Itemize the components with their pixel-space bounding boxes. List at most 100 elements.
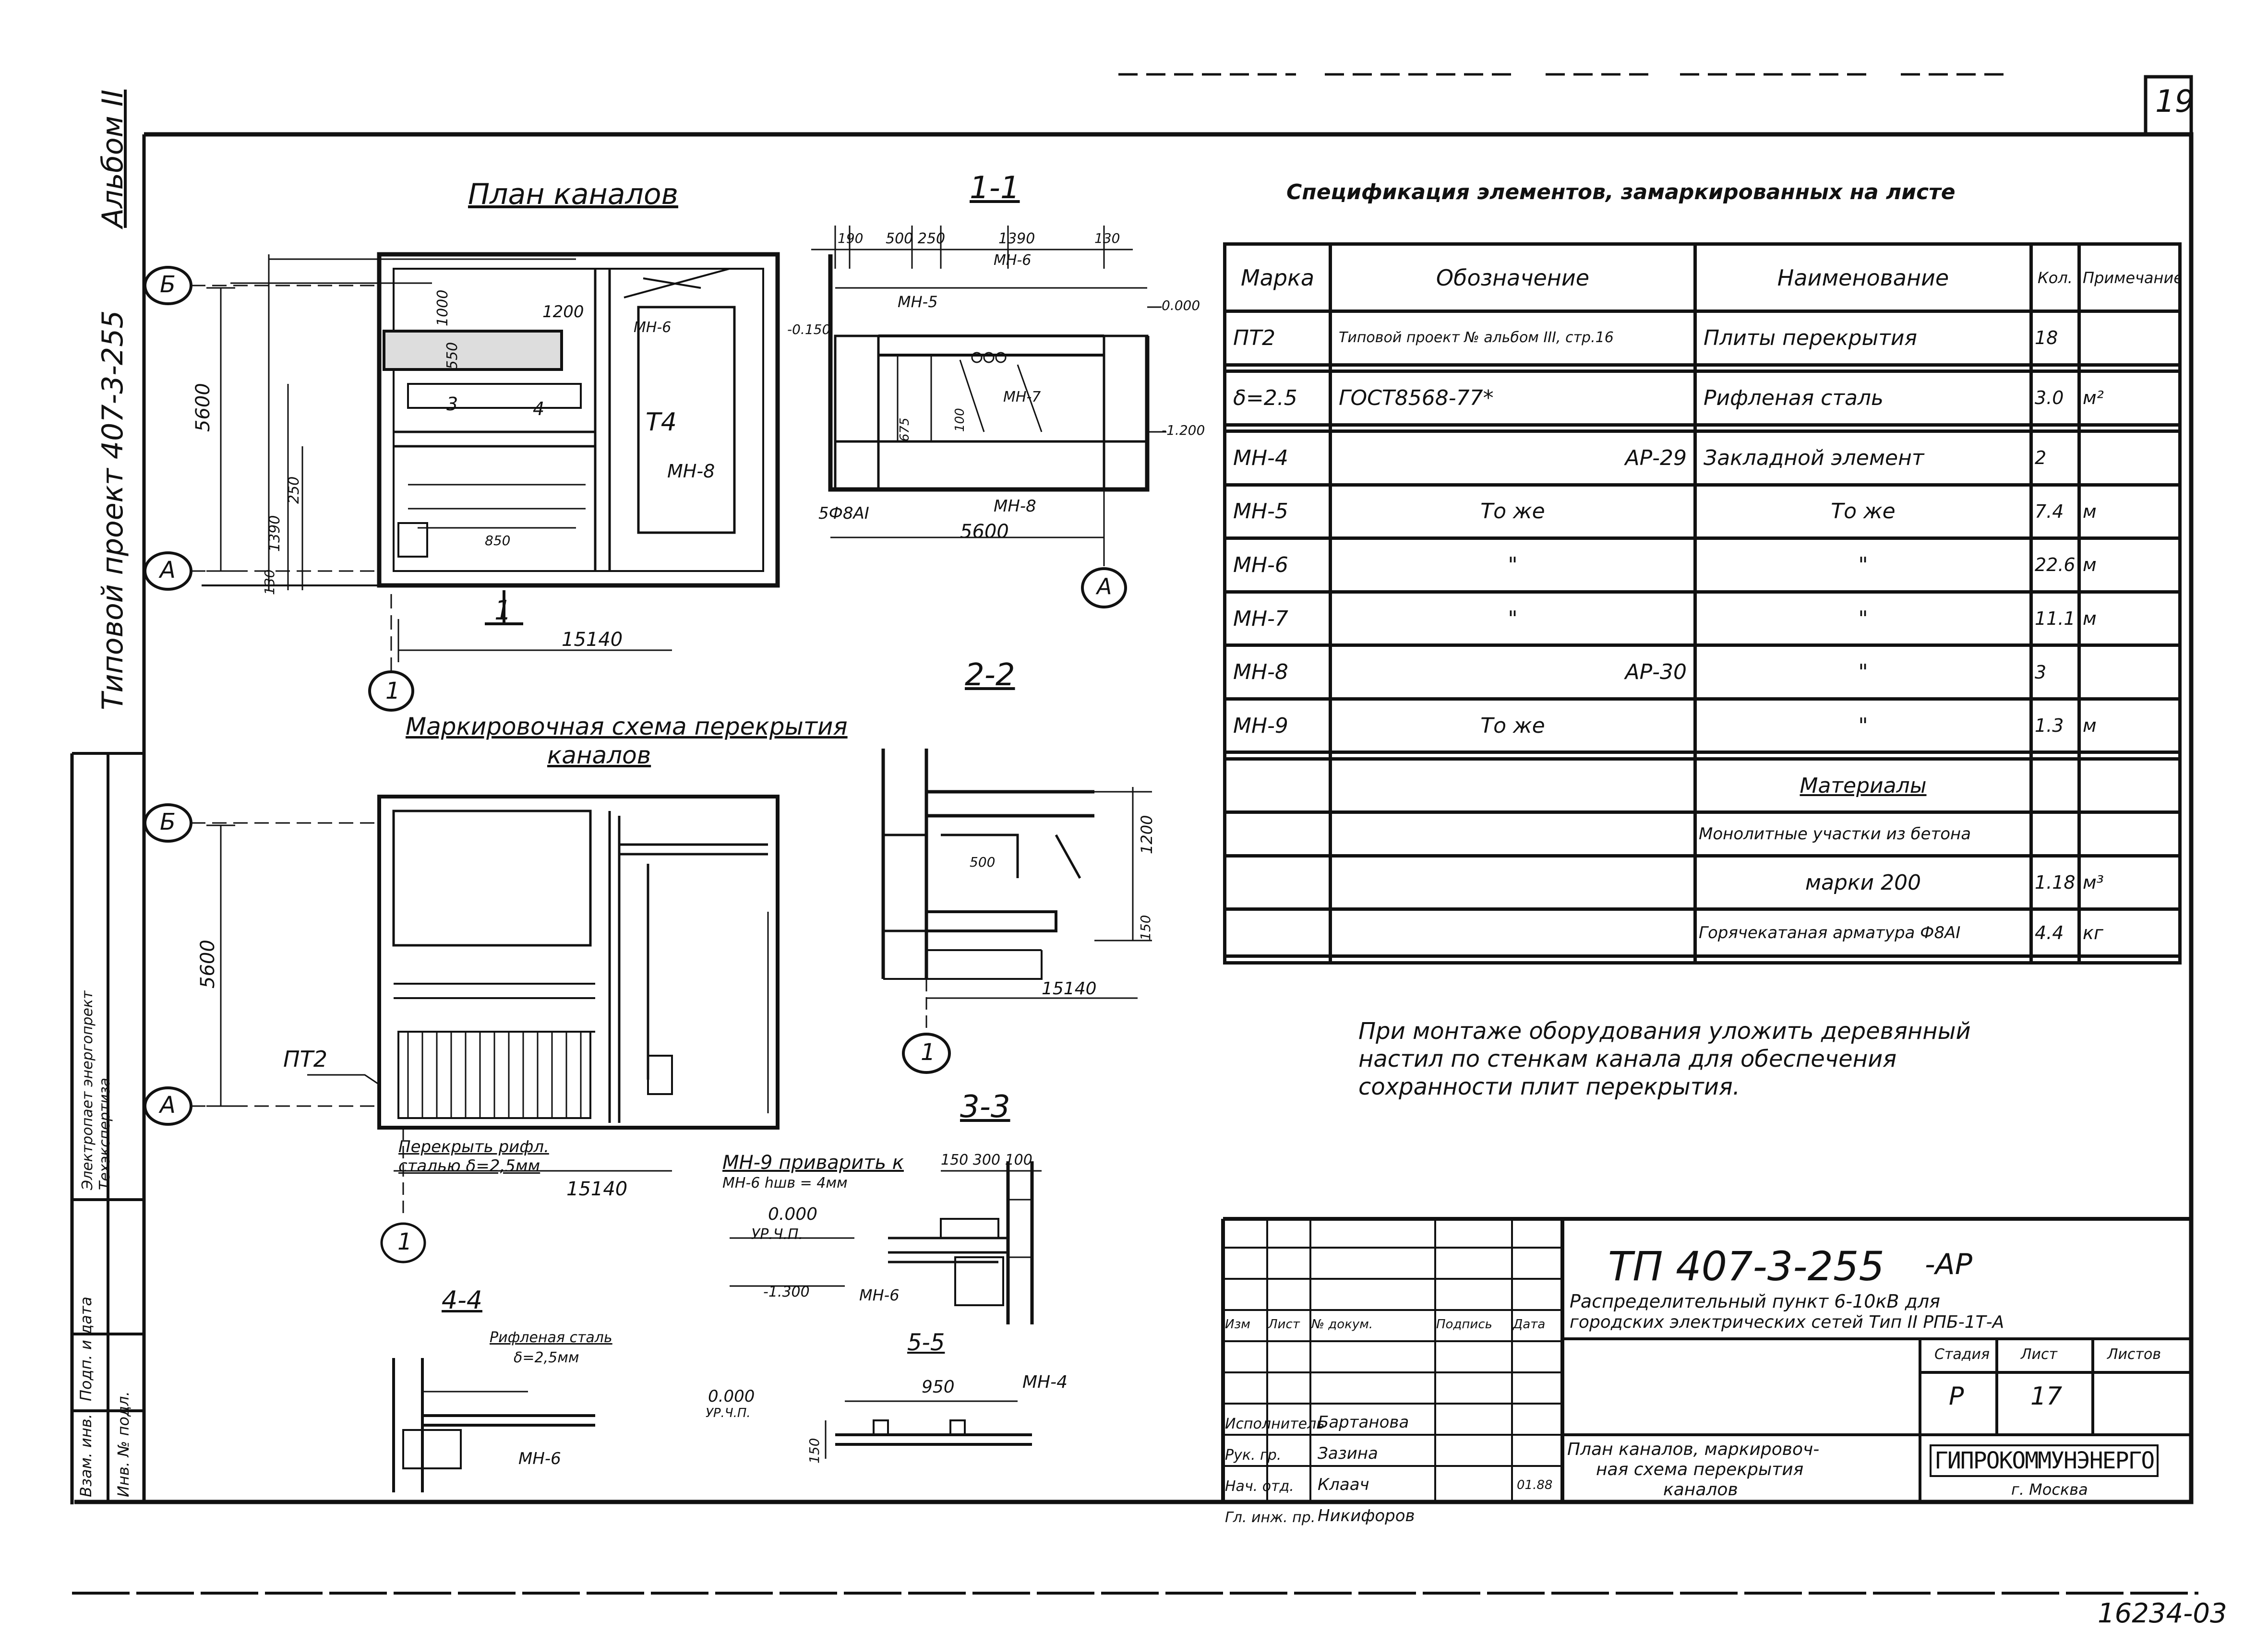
s11-label-rebar: 5Ф8АI [818,504,869,523]
plan-section-4: 4 [533,398,545,419]
spec-cell-qty [2029,954,2081,965]
plan-dim-1200: 1200 [542,302,584,322]
spec-cell-note [2077,363,2182,373]
spec-cell-note [2077,643,2182,701]
spec-row [1223,363,2182,373]
spec-header-name: Наименование [1693,242,2033,313]
spec-cell-qty: 4.4 [2029,907,2081,958]
spec-row [1223,751,2182,761]
s11-dim-675: 675 [898,417,912,441]
spec-row: Материалы [1223,757,2182,814]
plan-axis-a: А [160,557,176,584]
tb-header-row: Изм Лист № докум. Подпись Дата [1225,1317,1561,1332]
spec-cell-qty: 7.4 [2029,483,2081,540]
spec-cell-mark [1223,757,1332,814]
spec-cell-note: м [2077,483,2182,540]
spec-cell-note [2077,429,2182,487]
spec-cell-note: м [2077,536,2182,594]
plan-dim-1000: 1000 [434,289,451,326]
spec-cell-name [1693,363,2033,373]
spec-cell-qty: 1.3 [2029,697,2081,754]
tb-role-2: Рук. гр. [1225,1447,1282,1464]
title-block-code: ТП 407-3-255 [1608,1243,1884,1290]
tb-h-sign: Подпись [1436,1317,1492,1332]
plan-label-t4: Т4 [646,408,677,437]
marking-axis-b: Б [160,809,176,835]
s33-level-0b: УР.Ч.П. [751,1226,804,1243]
tb-h-list: Лист [1268,1317,1300,1332]
s22-dim-1200: 1200 [1138,815,1156,854]
s22-axis-1: 1 [921,1039,936,1066]
s11-level-1: -0.150 [787,322,831,337]
section-5-5-title: 5-5 [907,1329,945,1356]
marking-note: Перекрыть рифл. сталью δ=2,5мм [398,1137,549,1176]
spec-cell-mark [1223,751,1332,761]
spec-cell-note [2077,310,2182,367]
spec-cell-name: Плиты перекрытия [1693,310,2033,367]
plan-axis-b: Б [160,271,176,298]
marking-dim-width: 15140 [566,1178,628,1200]
spec-cell-name: " [1693,643,2033,701]
spec-cell-mark: ПТ2 [1223,310,1332,367]
spec-cell-mark: МН-4 [1223,429,1332,487]
plan-dim-550: 550 [444,342,461,369]
spec-header-qty: Кол. [2029,242,2081,313]
spec-cell-qty: 2 [2029,429,2081,487]
marking-dim-height: 5600 [197,940,219,989]
spec-cell-qty [2029,751,2081,761]
spec-cell-mark [1223,954,1332,965]
spec-cell-name: Материалы [1693,757,2033,814]
s11-dim-500-250: 500 250 [886,230,946,247]
tb-name-1: Бартанова [1318,1413,1409,1432]
spec-cell-note [2077,751,2182,761]
spec-cell-note [2077,954,2182,965]
spec-cell-designation [1329,810,1697,858]
s33-mn6: МН-6 [859,1286,900,1304]
project-code-vertical: Типовой проект 407-3-255 [96,310,130,710]
spec-cell-note: м² [2077,369,2182,427]
tb-sheet-title: План каналов, маркировоч- ная схема пере… [1567,1440,1819,1500]
spec-cell-mark: МН-8 [1223,643,1332,701]
s11-dim-100: 100 [953,408,967,432]
plan-label-mn6: МН-6 [634,319,672,336]
spec-cell-designation: АР-30 [1329,643,1697,701]
tb-name-2: Зазина [1318,1444,1378,1463]
spec-cell-qty [2029,810,2081,858]
s22-dim-500: 500 [970,854,996,870]
section-4-4-title: 4-4 [442,1286,482,1315]
spec-cell-qty [2029,757,2081,814]
tb-h-date: Дата [1513,1317,1546,1332]
plan-dim-130: 130 [262,569,277,595]
spec-cell-designation: " [1329,590,1697,647]
spec-cell-mark: МН-5 [1223,483,1332,540]
tb-sheets-label: Листов [2107,1346,2161,1363]
marking-label-pt2: ПТ2 [283,1046,327,1072]
s55-mn4: МН-4 [1022,1372,1068,1392]
plan-title: План каналов [468,178,678,211]
tb-role-1: Исполнитель [1225,1416,1325,1432]
plan-label-mn8: МН-8 [667,461,715,482]
spec-cell-name: Горячекатаная арматура Ф8АI [1693,907,2033,958]
marking-title-line2: каналов [547,741,651,769]
s11-label-mn5: МН-5 [898,293,938,311]
s11-dim-130: 130 [1094,230,1120,246]
s11-axis-a: А [1097,573,1112,599]
margin-stamp: Электропает энергопрект Техэкспертиза [79,991,114,1190]
tb-name-3: Клаач [1318,1475,1369,1494]
spec-row [1223,423,2182,433]
margin-sign-label: Подп. и дата [77,1297,95,1401]
spec-cell-mark [1223,907,1332,958]
s11-label-mn8: МН-8 [994,497,1036,516]
sheet-number: 19 [2155,84,2195,119]
tb-role-3: Нач. отд. [1225,1478,1294,1495]
margin-replaced-label: Взам. инв. [77,1414,95,1497]
tb-sheet-title-1: План каналов, маркировоч- [1567,1440,1820,1459]
spec-cell-designation: Типовой проект № альбом III, стр.16 [1329,310,1697,367]
